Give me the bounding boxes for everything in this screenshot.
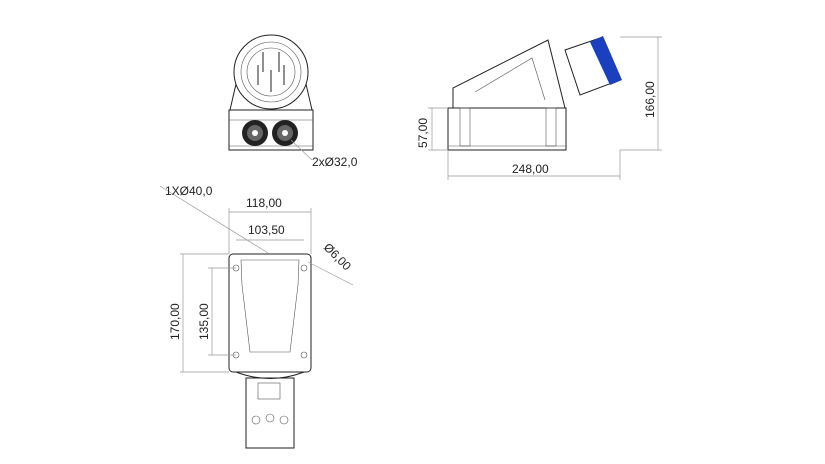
entry-diameter-label: 1XØ40,0	[165, 184, 213, 198]
hole-spacing-height-dimension: 135,00	[197, 303, 211, 340]
gland-diameter-label: 2xØ32,0	[312, 155, 358, 169]
total-length-dimension: 248,00	[512, 162, 549, 176]
front-view: 2xØ32,0	[228, 34, 358, 169]
base-height-dimension: 57,00	[416, 118, 430, 148]
total-height-dimension: 170,00	[168, 303, 182, 340]
cable-gland-right	[272, 120, 298, 146]
hole-spacing-width-dimension: 103,50	[248, 223, 285, 237]
outer-width-dimension: 118,00	[246, 196, 282, 210]
hole-diameter-dimension: Ø6,00	[321, 240, 354, 273]
connector-accent	[590, 36, 622, 85]
total-height-dimension: 166,00	[643, 81, 657, 118]
top-view: 1XØ40,0 118,00 103,50 Ø6,00 170,00 135,0…	[159, 184, 354, 449]
side-view: 57,00 166,00 248,00	[416, 36, 662, 180]
cable-gland-left	[242, 120, 268, 146]
